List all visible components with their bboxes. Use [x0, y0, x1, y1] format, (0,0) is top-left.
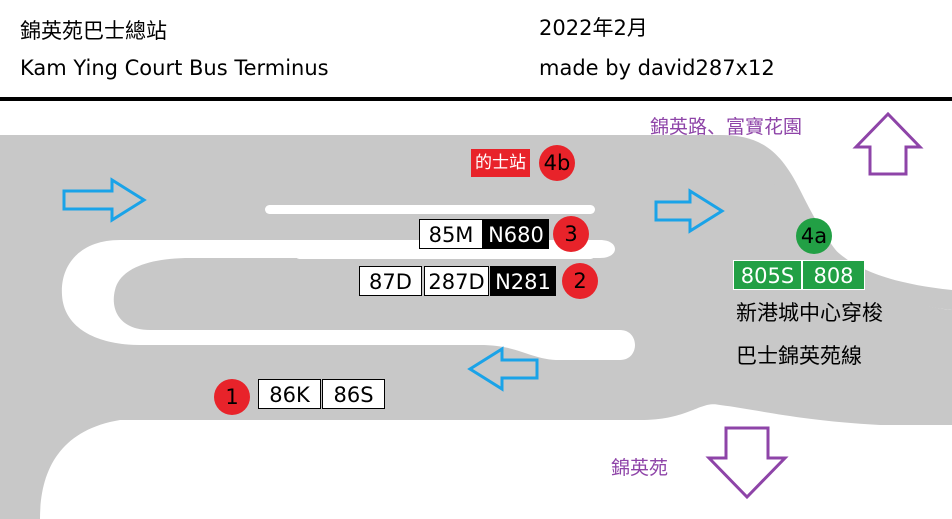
- route-badge-86S: 86S: [322, 379, 385, 409]
- right-arrow-outline-icon: [654, 188, 725, 234]
- route-badge-808: 808: [802, 260, 865, 290]
- route-badge-86K: 86K: [258, 379, 321, 409]
- stop-3-marker: 3: [553, 216, 589, 252]
- date-label: 2022年2月: [539, 16, 648, 40]
- stop-4a-description-line1: 新港城中心穿梭: [736, 301, 883, 325]
- destination-north-label: 錦英路、富寶花園: [650, 116, 803, 138]
- header-divider: [0, 97, 952, 101]
- stop-4a-marker: 4a: [796, 218, 832, 254]
- title-chinese: 錦英苑巴士總站: [20, 19, 167, 43]
- lane-divider-lower: [295, 250, 595, 259]
- credit-label: made by david287x12: [539, 56, 775, 80]
- title-english: Kam Ying Court Bus Terminus: [20, 56, 329, 80]
- taxi-stand-label: 的士站: [471, 149, 530, 177]
- turnaround-island: [61, 240, 635, 360]
- stop-2-marker: 2: [562, 263, 598, 299]
- route-badge-87D: 87D: [359, 266, 422, 296]
- route-badge-N680: N680: [483, 219, 549, 249]
- lane-divider-upper: [265, 205, 595, 214]
- up-arrow-outline-icon: [852, 111, 924, 176]
- stop-4b-marker: 4b: [539, 145, 575, 181]
- route-badge-287D: 287D: [424, 266, 489, 296]
- right-curb: [700, 135, 952, 310]
- stop-1-marker: 1: [214, 379, 250, 415]
- route-badge-85M: 85M: [419, 219, 483, 249]
- left-arrow-outline-icon: [467, 346, 539, 392]
- route-badge-805S: 805S: [733, 260, 802, 290]
- destination-south-label: 錦英苑: [611, 457, 669, 479]
- right-arrow-outline-icon: [62, 177, 147, 223]
- stop-4a-description-line2: 巴士錦英苑線: [736, 344, 862, 368]
- route-badge-N281: N281: [490, 266, 556, 296]
- down-arrow-outline-icon: [705, 426, 789, 500]
- road-surface: [0, 135, 952, 519]
